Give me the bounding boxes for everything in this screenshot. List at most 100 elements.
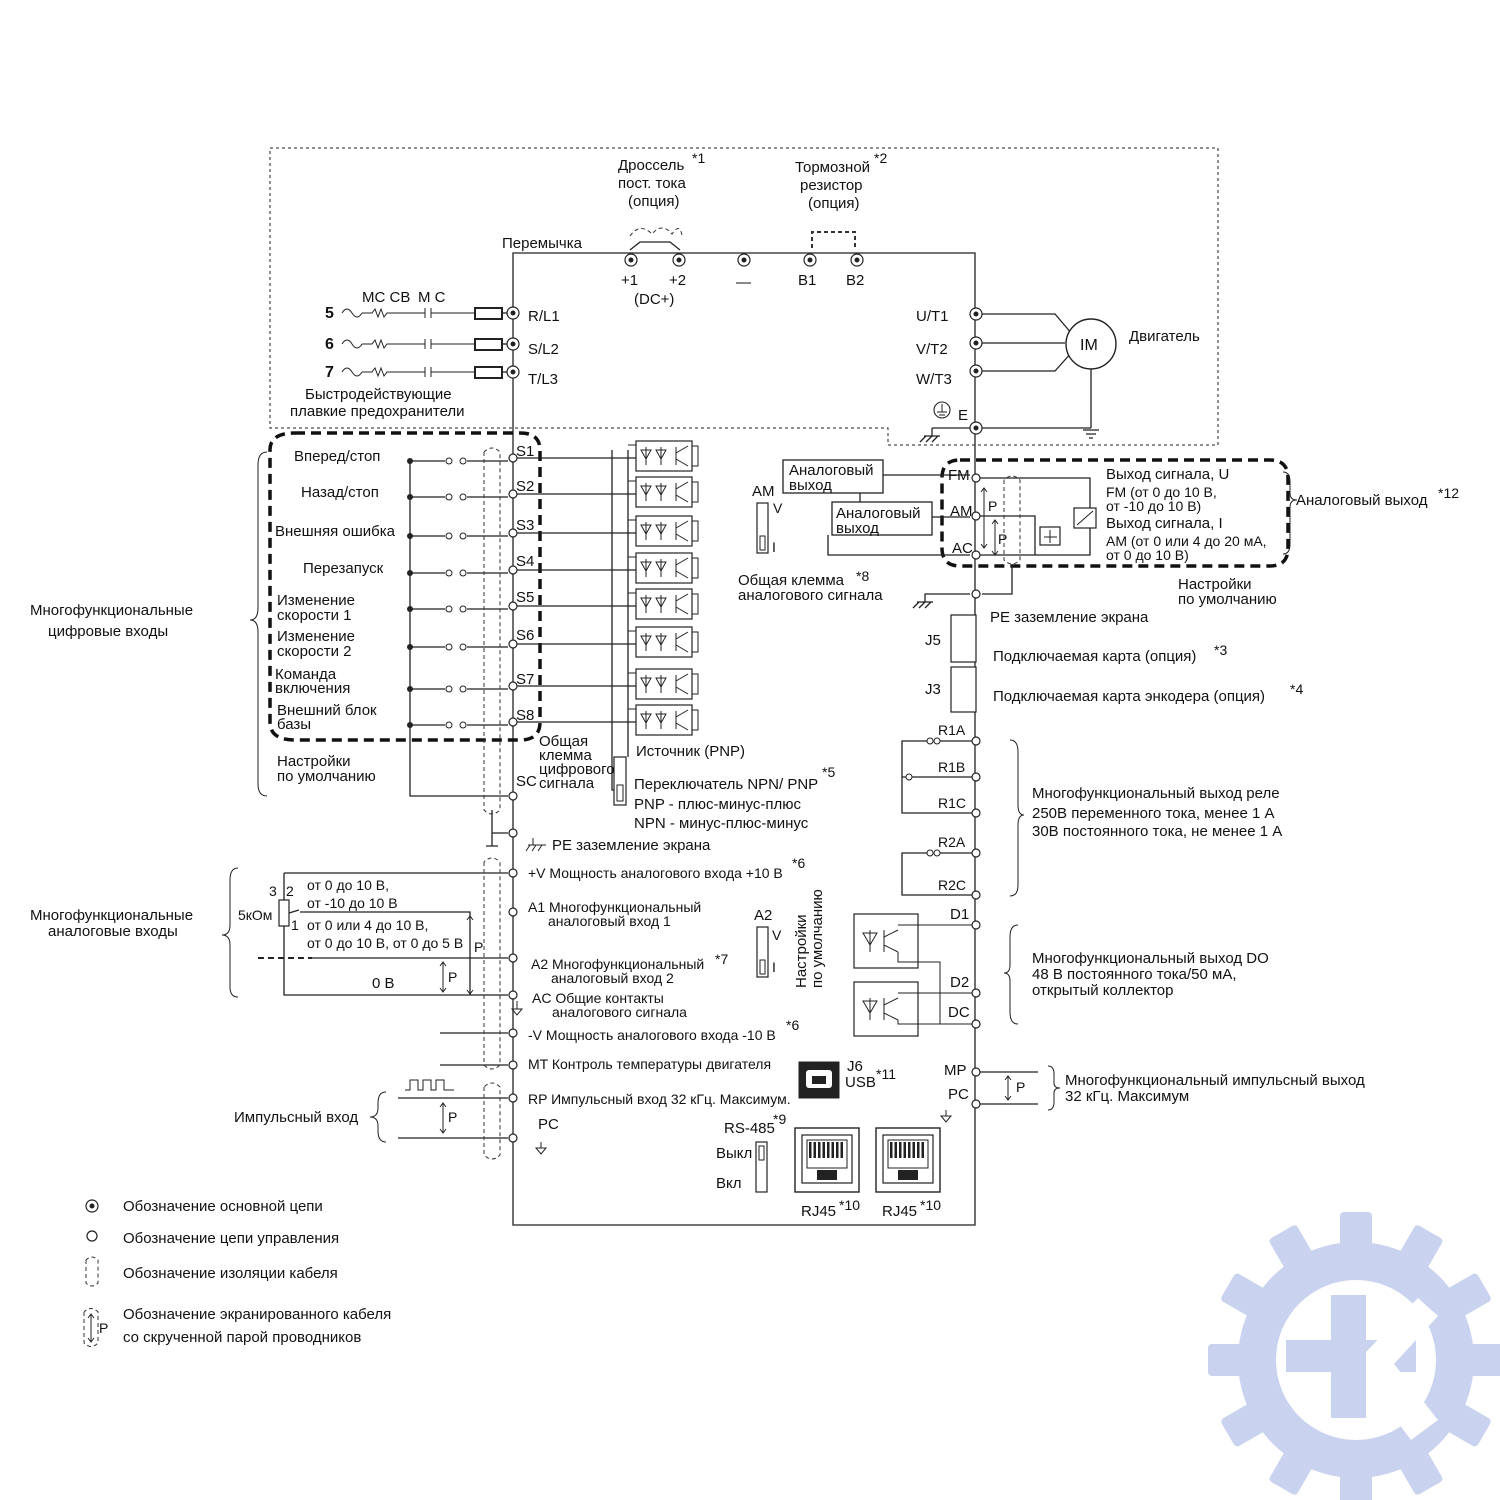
phase-row-2 xyxy=(341,337,520,351)
svg-text:Вперед/стоп: Вперед/стоп xyxy=(294,448,380,465)
optocoupler-4 xyxy=(517,552,699,584)
svg-text:от -10 до 10 В): от -10 до 10 В) xyxy=(1106,498,1201,514)
svg-text:I: I xyxy=(772,959,776,975)
svg-text:Быстродействующие: Быстродействующие xyxy=(305,386,452,403)
drive-body xyxy=(512,252,976,1226)
svg-text:S4: S4 xyxy=(516,553,534,570)
do-outputs: D1 D2 DC Многофункциональный выход DO 48… xyxy=(853,906,1269,1037)
optocoupler-column xyxy=(517,440,699,736)
di-row-1 xyxy=(407,453,518,465)
motor-connection: U/T1 V/T2 W/T3 IM Двигатель E xyxy=(916,307,1200,443)
svg-text:P: P xyxy=(998,531,1007,547)
am-switch[interactable]: AM V I xyxy=(752,483,783,555)
svg-text:аналоговый вход 1: аналоговый вход 1 xyxy=(548,913,671,929)
svg-text:скорости 2: скорости 2 xyxy=(277,643,352,660)
svg-text:R2A: R2A xyxy=(938,834,966,850)
svg-text:30В постоянного тока, не менее: 30В постоянного тока, не менее 1 А xyxy=(1032,823,1282,840)
svg-text:базы: базы xyxy=(277,716,311,733)
svg-text:плавкие предохранители: плавкие предохранители xyxy=(290,403,465,420)
di-row-5 xyxy=(407,601,518,613)
svg-text:M C: M C xyxy=(418,289,446,306)
svg-text:AM: AM xyxy=(950,503,973,520)
svg-text:S3: S3 xyxy=(516,517,534,534)
svg-text:Обозначение цепи управления: Обозначение цепи управления xyxy=(123,1230,339,1247)
svg-text:S2: S2 xyxy=(516,478,534,495)
pulse-input: Импульсный вход P RP Импульсный вход 32 … xyxy=(234,1079,791,1160)
usb-port[interactable]: J6 USB *11 xyxy=(798,1058,896,1099)
svg-text:Многофункциональный выход реле: Многофункциональный выход реле xyxy=(1032,785,1280,802)
svg-text:Выход сигнала, I: Выход сигнала, I xyxy=(1106,515,1223,532)
svg-text:J3: J3 xyxy=(925,681,941,698)
svg-text:J6: J6 xyxy=(847,1058,863,1075)
svg-text:B1: B1 xyxy=(798,272,816,289)
svg-text:J5: J5 xyxy=(925,632,941,649)
svg-text:*5: *5 xyxy=(822,764,835,780)
svg-text:48 В постоянного тока/50 мА,: 48 В постоянного тока/50 мА, xyxy=(1032,966,1237,983)
choke-coil xyxy=(629,227,683,237)
svg-text:*6: *6 xyxy=(792,855,805,871)
rj45-port-1[interactable]: RJ45*10 xyxy=(794,1127,860,1220)
svg-text:0 В: 0 В xyxy=(372,975,395,992)
svg-text:PE заземление экрана: PE заземление экрана xyxy=(990,609,1149,626)
legend: Обозначение основной цепи Обозначение це… xyxy=(83,1198,391,1347)
svg-text:NPN - минус-плюс-минус: NPN - минус-плюс-минус xyxy=(634,815,809,832)
rs485-switch[interactable]: RS-485 *9 Выкл Вкл xyxy=(716,1111,786,1193)
svg-text:включения: включения xyxy=(275,680,350,697)
svg-text:I: I xyxy=(772,539,776,555)
optocoupler-8 xyxy=(517,704,699,736)
svg-text:250В переменного тока, менее 1: 250В переменного тока, менее 1 А xyxy=(1032,805,1274,822)
svg-text:A1 Многофункциональный: A1 Многофункциональный xyxy=(528,899,701,915)
svg-text:Изменение: Изменение xyxy=(277,592,355,609)
relay-outputs: R1A R1B R1C R2A R2C Многофункциональный … xyxy=(901,722,1282,900)
svg-text:со скрученной парой проводнико: со скрученной парой проводников xyxy=(123,1329,361,1346)
analog-inputs-brace xyxy=(221,867,239,998)
svg-text:от 0 до 10 В, от 0 до 5 В: от 0 до 10 В, от 0 до 5 В xyxy=(307,935,463,951)
svg-text:RP Импульсный вход 32 кГц. Мак: RP Импульсный вход 32 кГц. Максимум. xyxy=(528,1091,791,1107)
svg-text:E: E xyxy=(958,407,968,424)
svg-text:аналогового сигнала: аналогового сигнала xyxy=(552,1004,687,1020)
svg-text:V/T2: V/T2 xyxy=(916,341,948,358)
svg-text:*3: *3 xyxy=(1214,642,1227,658)
svg-text:5кОм: 5кОм xyxy=(238,907,272,923)
svg-text:W/T3: W/T3 xyxy=(916,371,952,388)
svg-text:1: 1 xyxy=(291,917,299,933)
svg-text:*6: *6 xyxy=(786,1017,799,1033)
svg-text:резистор: резистор xyxy=(800,177,863,194)
ground-icon xyxy=(933,401,951,419)
svg-text:от 0 до 10 В,: от 0 до 10 В, xyxy=(307,877,389,893)
svg-text:S8: S8 xyxy=(516,707,534,724)
a2-switch[interactable]: A2 V I xyxy=(754,907,782,978)
pulse-outputs: MP PC P Многофункциональный импульсный в… xyxy=(939,1062,1365,1123)
analog-input-wiring: 3 2 1 5кОм от 0 до 10 В, от -10 до 10 В … xyxy=(238,857,524,1070)
brake-resistor xyxy=(811,231,856,248)
svg-text:Внешний блок: Внешний блок xyxy=(277,702,377,719)
svg-text:P: P xyxy=(474,939,483,955)
analog-output-default-box xyxy=(940,458,1290,568)
svg-text:P: P xyxy=(99,1320,108,1336)
svg-text:(опция): (опция) xyxy=(808,195,860,212)
svg-text:Вкл: Вкл xyxy=(716,1175,742,1192)
svg-text:Обозначение изоляции кабеля: Обозначение изоляции кабеля xyxy=(123,1265,338,1282)
svg-text:(DC+): (DC+) xyxy=(634,291,674,308)
analog-inputs-title: Многофункциональные xyxy=(30,907,193,924)
svg-text:по умолчанию: по умолчанию xyxy=(809,889,826,988)
jumper-link xyxy=(629,241,681,251)
svg-text:3: 3 xyxy=(269,883,277,899)
svg-text:Многофункциональный выход DO: Многофункциональный выход DO xyxy=(1032,950,1269,967)
svg-text:A2 Многофункциональный: A2 Многофункциональный xyxy=(531,956,704,972)
svg-text:Настройки: Настройки xyxy=(277,753,351,770)
analog-output-boxes: Аналоговый выход Аналоговый выход xyxy=(782,459,970,556)
svg-text:аналогового сигнала: аналогового сигнала xyxy=(738,587,883,604)
svg-text:(опция): (опция) xyxy=(628,193,680,210)
rj45-port-2[interactable]: RJ45*10 xyxy=(875,1127,941,1220)
svg-text:Выкл: Выкл xyxy=(716,1145,752,1162)
phase-row-3 xyxy=(341,365,520,379)
analog-output-labels: Выход сигнала, U FM (от 0 до 10 В, от -1… xyxy=(738,466,1459,626)
svg-text:Настройки: Настройки xyxy=(1178,576,1252,593)
svg-text:*8: *8 xyxy=(856,568,869,584)
analog-input-labels: +V Мощность аналогового входа +10 В *6 A… xyxy=(528,855,805,1072)
optocoupler-1 xyxy=(517,440,699,472)
optocoupler-3 xyxy=(517,515,699,547)
